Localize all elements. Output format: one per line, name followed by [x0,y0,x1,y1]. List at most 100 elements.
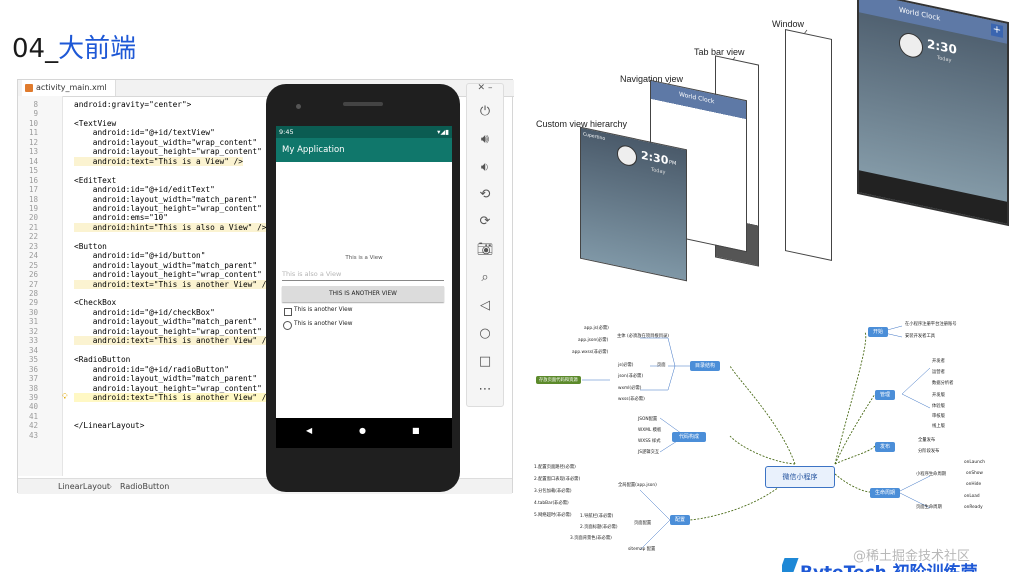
code-line[interactable]: android:id="@+id/editText" [74,185,215,195]
nav-back-icon[interactable]: ◀ [306,426,313,435]
volume-down-icon[interactable]: 🔉︎ [480,160,490,175]
lifecycle-item: onLoad [964,494,980,499]
chevron-right-icon: › [109,482,113,491]
android-phone: 9:45 ▾◢▮ My Application This is a View T… [266,84,460,492]
code-line[interactable]: android:layout_width="wrap_content" [74,137,258,147]
publish-item: 全量发布 [918,438,936,443]
edit-text[interactable]: This is also a View [282,268,444,281]
line-number: 38 [28,383,38,393]
code-line[interactable]: android:layout_width="match_parent" [74,194,258,204]
dir-item: json(非必需) [618,374,644,379]
code-line[interactable]: <RadioButton [74,355,131,365]
code-line[interactable]: android:layout_height="wrap_content" [74,326,262,336]
publish-item: 分阶段发布 [918,449,940,454]
config-item: 5.网络超时(非必需) [534,513,572,518]
lifecycle-item: onReady [964,505,983,510]
code-line[interactable]: android:layout_width="match_parent" [74,260,258,270]
clock-pm: PM [669,159,677,168]
code-line[interactable]: android:text="This is another View" /> [74,336,272,346]
checkbox[interactable] [284,308,292,316]
lifecycle-item: onHide [966,482,982,487]
code-line[interactable]: <Button [74,241,107,251]
side-note: 存放页面代码和资源 [536,376,581,384]
line-number: 31 [28,317,38,327]
app-title: My Application [282,145,345,155]
code-line[interactable]: android:text="This is another View" /> [74,392,272,402]
camera-icon[interactable]: 📷︎ [476,242,494,257]
code-line[interactable]: <CheckBox [74,298,117,308]
rotate-left-icon[interactable]: ⟲ [479,187,491,202]
mindmap-center: 微信小程序 [765,466,835,488]
code-line[interactable]: android:layout_width="match_parent" [74,374,258,384]
code-line[interactable]: android:id="@+id/checkBox" [74,307,215,317]
code-item: WXML 模板 [638,428,662,433]
code-line[interactable]: </LinearLayout> [74,421,145,431]
more-icon[interactable]: ⋯ [478,382,492,397]
dir-item: app.json(必需) [578,338,609,343]
overview-icon[interactable]: □ [478,354,492,369]
lifecycle-item: 页面生命周期 [916,505,942,510]
manage-item: 开发者 [932,359,945,364]
code-line[interactable]: <EditText [74,175,117,185]
line-number: 16 [28,175,38,185]
branch-lifecycle: 生命周期 [870,488,900,498]
code-line[interactable]: android:text="This is another View" /> [74,279,272,289]
status-time: 9:45 [279,128,294,136]
code-line[interactable]: android:text="This is a View" /> [74,156,243,166]
nav-home-icon[interactable]: ● [359,426,366,435]
nav-recent-icon[interactable]: ■ [412,426,420,435]
line-number: 18 [28,194,38,204]
radio-button[interactable] [283,321,292,330]
breadcrumb-item[interactable]: LinearLayout [58,482,111,491]
code-line[interactable]: <TextView [74,118,117,128]
code-line[interactable]: android:ems="10" [74,213,168,223]
minimize-icon[interactable]: – [487,83,493,93]
line-number: 41 [28,411,38,421]
emulator-window-controls[interactable]: ✕ – [467,83,503,93]
iphone-clock-today: Today [937,54,952,64]
power-icon[interactable]: ⏻ [479,104,491,119]
code-line[interactable]: android:layout_height="wrap_content" [74,383,262,393]
slide-title: 04_大前端 [12,28,136,65]
code-line[interactable]: android:hint="This is also a View" /> [74,222,267,232]
line-number: 11 [28,128,38,138]
line-number: 30 [28,307,38,317]
lightbulb-icon[interactable]: 💡︎ [62,391,68,401]
code-line[interactable]: android:layout_height="wrap_content" [74,270,262,280]
code-line[interactable]: android:id="@+id/radioButton" [74,364,229,374]
zoom-icon[interactable]: ⌕ [481,270,489,285]
code-line[interactable]: android:gravity="center"> [74,100,192,109]
rotate-right-icon[interactable]: ⟳ [479,214,491,229]
volume-up-icon[interactable]: 🔊︎ [480,132,490,147]
close-icon[interactable]: ✕ [477,83,486,93]
breadcrumb-item[interactable]: RadioButton [120,482,170,491]
home-icon[interactable]: ○ [479,326,491,341]
code-line[interactable]: android:id="@+id/button" [74,251,206,261]
code-line[interactable]: android:layout_height="wrap_content" [74,203,262,213]
manage-item: 线上版 [932,424,945,429]
line-number: 40 [28,402,38,412]
code-line[interactable]: android:layout_width="match_parent" [74,317,258,327]
another-view-button[interactable]: THIS IS ANOTHER VIEW [282,286,444,302]
config-item: 4.tabBar(非必需) [534,501,569,506]
editor-tab[interactable]: activity_main.xml [22,80,116,96]
mindmap: 微信小程序 开始 在小程序注册平台注册账号 安装开发者工具 目录结构 主体 (必… [520,312,1018,562]
branch-config: 配置 [670,515,690,525]
line-number: 32 [28,326,38,336]
iphone-nav-title: World Clock [899,5,941,23]
window-label: Window [772,19,805,29]
code-line[interactable]: android:id="@+id/textView" [74,128,215,138]
back-icon[interactable]: ◁ [480,298,490,313]
branch-publish: 发布 [875,442,895,452]
global-config-label: 全局配置(app.json) [618,483,657,488]
dir-item: app.js(必需) [584,326,609,331]
line-number: 20 [28,213,38,223]
code-line[interactable]: android:layout_height="wrap_content" [74,147,262,157]
line-number: 39 [28,392,38,402]
signal-battery-icon: ▾◢▮ [437,128,449,136]
navigation-view-label: Navigation view [620,74,684,84]
iphone-screen: World Clock + 2:30 Today [857,0,1009,227]
slide-heading: 大前端 [58,34,137,64]
line-number: 12 [28,137,38,147]
line-number: 22 [28,232,38,242]
